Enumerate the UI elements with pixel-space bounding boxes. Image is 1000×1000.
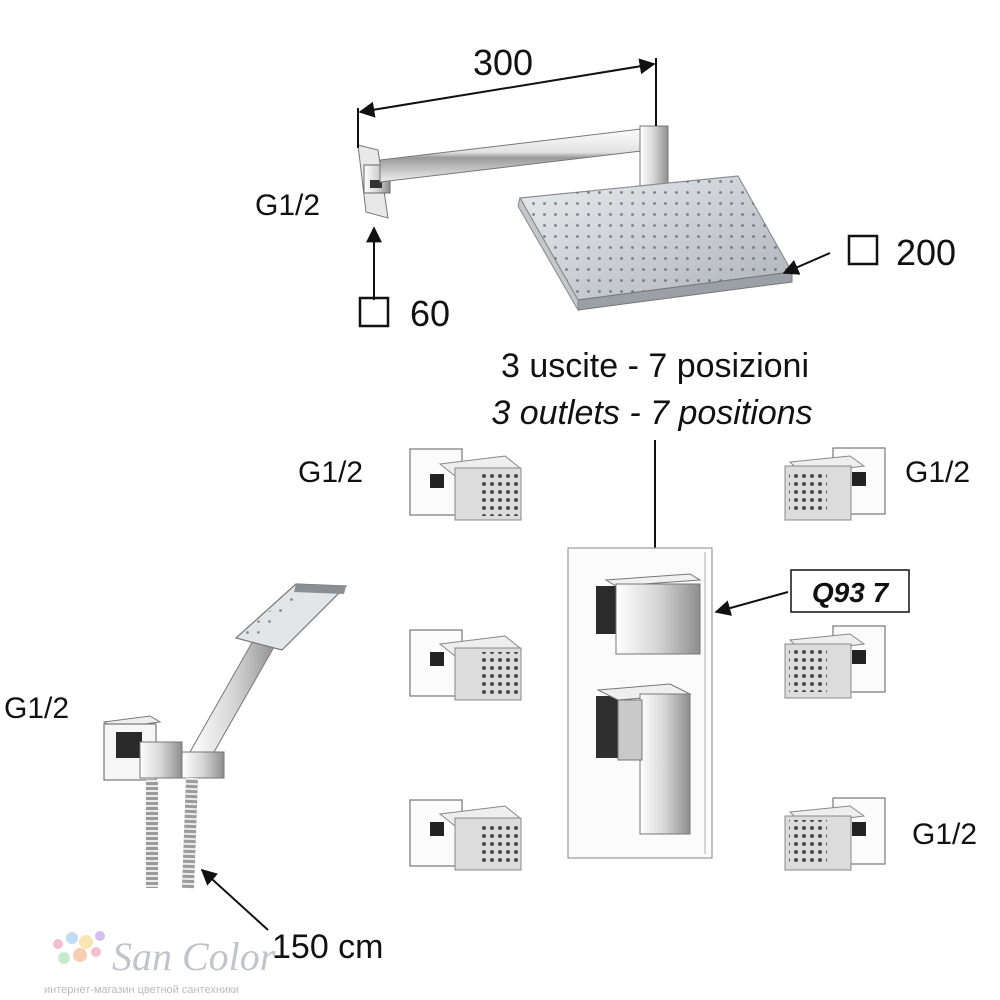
arm-connection-label: G1/2 (255, 189, 320, 222)
outlets-description-it: 3 uscite - 7 posizioni (501, 347, 809, 385)
hand-shower-handle (189, 631, 279, 753)
watermark-logo: San Color интернет-магазин цветной санте… (44, 931, 276, 996)
mixer-lever (639, 693, 691, 835)
hand-shower-connection-label: G1/2 (4, 692, 69, 725)
product-code-label: Q93 7 (812, 577, 890, 608)
logo-dots-icon (53, 931, 105, 964)
head-square-symbol (847, 234, 879, 266)
jet-bottom-right-connection-label: G1/2 (912, 818, 977, 851)
rain-shower-head (517, 175, 793, 312)
body-jet-left-bottom (409, 799, 522, 871)
hose-length-callout: 150 cm (200, 868, 384, 966)
logo-dot (58, 952, 70, 964)
logo-dot (73, 948, 87, 962)
watermark-tagline: интернет-магазин цветной сантехники (44, 984, 239, 996)
hand-shower-set (102, 583, 348, 889)
jet-top-left-connection-label: G1/2 (298, 456, 363, 489)
shower-arm-drop (639, 125, 669, 191)
body-jet-left-top (409, 448, 522, 521)
head-size-callout: 200 (782, 232, 956, 275)
logo-dot (79, 935, 93, 949)
arm-length-dimension: 300 (357, 42, 657, 148)
flange-square-symbol (358, 296, 390, 328)
jet-top-right-connection-label: G1/2 (905, 456, 970, 489)
diverter-knob (615, 583, 701, 655)
logo-dot (53, 939, 63, 949)
shower-arm-assembly (357, 125, 793, 312)
watermark-brand: San Color (112, 934, 276, 979)
hose-length-label: 150 cm (272, 928, 384, 966)
arm-length-label: 300 (473, 42, 533, 83)
body-jet-right-bottom (784, 797, 886, 871)
mixer-diverter (567, 547, 713, 859)
head-size-label: 200 (896, 232, 956, 273)
product-code-box (790, 569, 910, 613)
hand-shower-hose (146, 777, 198, 889)
body-jet-left-middle (409, 629, 522, 701)
flange-size-label: 60 (410, 293, 450, 334)
logo-dot (95, 931, 105, 941)
flange-size-callout: 60 (358, 226, 450, 334)
shower-arm (379, 127, 651, 183)
logo-dot (91, 947, 101, 957)
body-jet-right-middle (784, 625, 886, 699)
product-code-callout: Q93 7 (714, 569, 910, 616)
logo-dot (66, 932, 78, 944)
outlets-description-en: 3 outlets - 7 positions (491, 394, 812, 432)
body-jet-right-top (784, 447, 886, 521)
